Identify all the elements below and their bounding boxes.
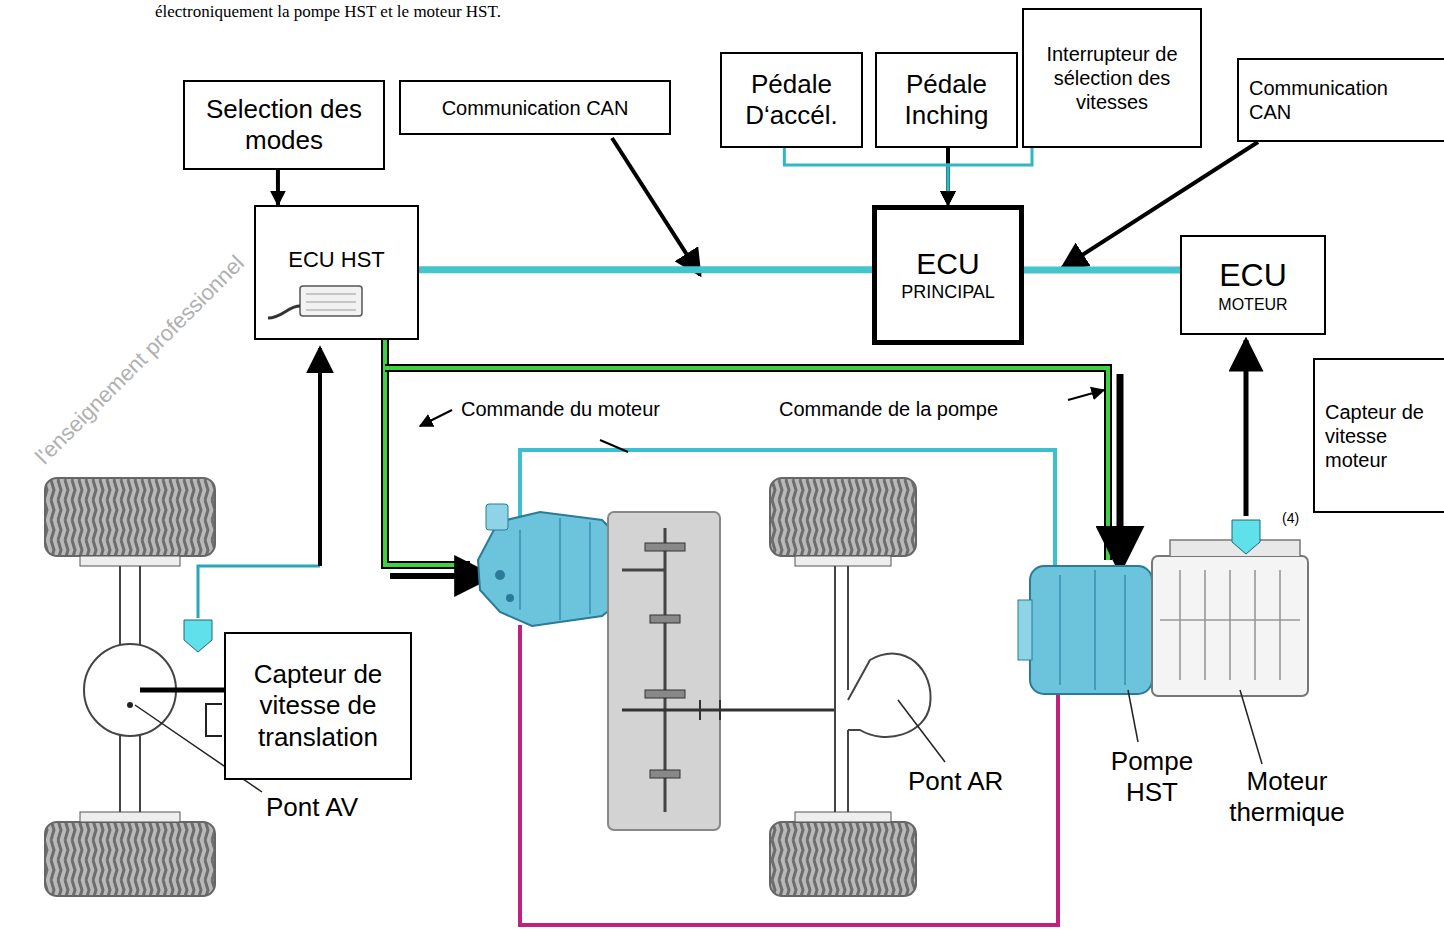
node-text: MOTEUR <box>1218 295 1287 314</box>
rear-axle <box>835 566 848 812</box>
callout-box: Communication CAN <box>1237 58 1444 142</box>
node-text: Capteur de vitesse moteur <box>1325 400 1434 472</box>
gearbox <box>622 709 835 712</box>
sensor-wire <box>198 566 320 618</box>
label-leader <box>1068 390 1104 400</box>
node-text: Capteur de vitesse de translation <box>236 659 400 753</box>
hst-motor <box>486 504 508 530</box>
part-label: Pompe HST <box>1096 746 1208 808</box>
front-axle <box>127 702 133 708</box>
ecu-icon <box>268 306 300 318</box>
sensor-arrow <box>318 348 322 566</box>
ecu-icon <box>306 294 356 310</box>
gearbox <box>650 615 680 623</box>
signal-label: Commande du moteur <box>458 397 663 421</box>
node-text: Selection des modes <box>195 94 373 156</box>
can-bus-line <box>1024 267 1180 274</box>
signal-label: Commande de la pompe <box>776 397 1001 421</box>
gearbox <box>700 700 720 720</box>
ecu-box: ECUPRINCIPAL <box>872 205 1024 345</box>
hst-motor <box>495 570 505 580</box>
watermark: l'enseignement professionnel <box>30 250 250 470</box>
node-text: Communication CAN <box>1249 76 1434 124</box>
command-arrow <box>1117 374 1124 570</box>
gearbox <box>645 690 685 698</box>
ecu-icon <box>268 286 362 318</box>
hydraulic-line-low <box>520 625 1058 925</box>
hst-motor <box>520 518 590 620</box>
sensor-arrow <box>1244 340 1249 516</box>
rear-axle <box>898 700 945 762</box>
callout-arrow <box>612 138 700 275</box>
hst-pump <box>1018 600 1032 660</box>
engine <box>1180 570 1280 680</box>
rear-axle <box>795 556 891 566</box>
part-label: Pont AV <box>266 792 358 823</box>
ecu-icon <box>300 286 362 316</box>
front-axle <box>45 478 215 556</box>
part-label: Moteur thermique <box>1212 766 1362 828</box>
node-text: Pédale Inching <box>887 69 1006 131</box>
input-box: Interrupteur de sélection des vitesses <box>1022 8 1202 148</box>
node-text: ECU <box>916 246 979 282</box>
ecu-box: ECUMOTEUR <box>1180 235 1326 335</box>
front-axle <box>45 822 215 896</box>
label-leader <box>600 440 628 452</box>
ecu-box: ECU HST <box>254 205 419 340</box>
gearbox <box>650 770 680 778</box>
front-axle <box>80 556 180 566</box>
sensor-label-box: Capteur de vitesse moteur <box>1313 358 1444 513</box>
node-text: PRINCIPAL <box>901 282 995 304</box>
engine <box>1152 556 1308 696</box>
header-text: électroniquement la pompe HST et le mote… <box>155 2 501 22</box>
hst-pump <box>1060 570 1125 690</box>
node-text: Interrupteur de sélection des vitesses <box>1034 42 1190 114</box>
input-box: Pédale D‘accél. <box>720 52 863 148</box>
front-axle <box>140 688 226 693</box>
hst-pump <box>1030 566 1152 694</box>
signal-arrow <box>276 170 280 205</box>
rear-axle <box>770 478 916 556</box>
motor-control-wire <box>385 340 470 565</box>
engine <box>1152 540 1308 764</box>
node-text: Communication CAN <box>442 96 629 120</box>
motor-control-wire <box>385 340 470 565</box>
node-text: ECU <box>1219 256 1287 294</box>
sensor-label-box: Capteur de vitesse de translation <box>224 632 412 780</box>
hst-pump <box>1018 566 1152 742</box>
input-box: Pédale Inching <box>875 52 1018 148</box>
gearbox <box>645 543 685 551</box>
speed-sensor <box>184 620 212 652</box>
speed-sensor <box>1232 520 1260 554</box>
gearbox <box>608 512 720 830</box>
front-axle <box>206 704 222 736</box>
mode-select-box: Selection des modes <box>183 80 385 170</box>
gearbox <box>622 528 666 812</box>
signal-wire <box>948 148 1032 205</box>
hst-motor <box>478 504 622 626</box>
engine <box>1240 690 1262 764</box>
signal-wire <box>784 148 948 205</box>
node-text: Pédale D‘accél. <box>732 69 851 131</box>
rear-axle <box>795 812 891 822</box>
engine <box>1160 619 1300 621</box>
callout-number: (4) <box>1282 510 1299 527</box>
rear-axle <box>770 822 916 896</box>
front-axle <box>80 812 180 822</box>
callout-box: Communication CAN <box>399 80 671 135</box>
node-text: ECU HST <box>288 247 385 273</box>
hst-motor <box>506 594 514 602</box>
hst-pump <box>1128 690 1138 742</box>
command-arrow <box>390 573 492 579</box>
rear-axle <box>770 478 945 896</box>
part-label: Pont AR <box>908 766 1003 797</box>
label-leader <box>420 410 452 426</box>
can-bus-line <box>419 266 872 273</box>
